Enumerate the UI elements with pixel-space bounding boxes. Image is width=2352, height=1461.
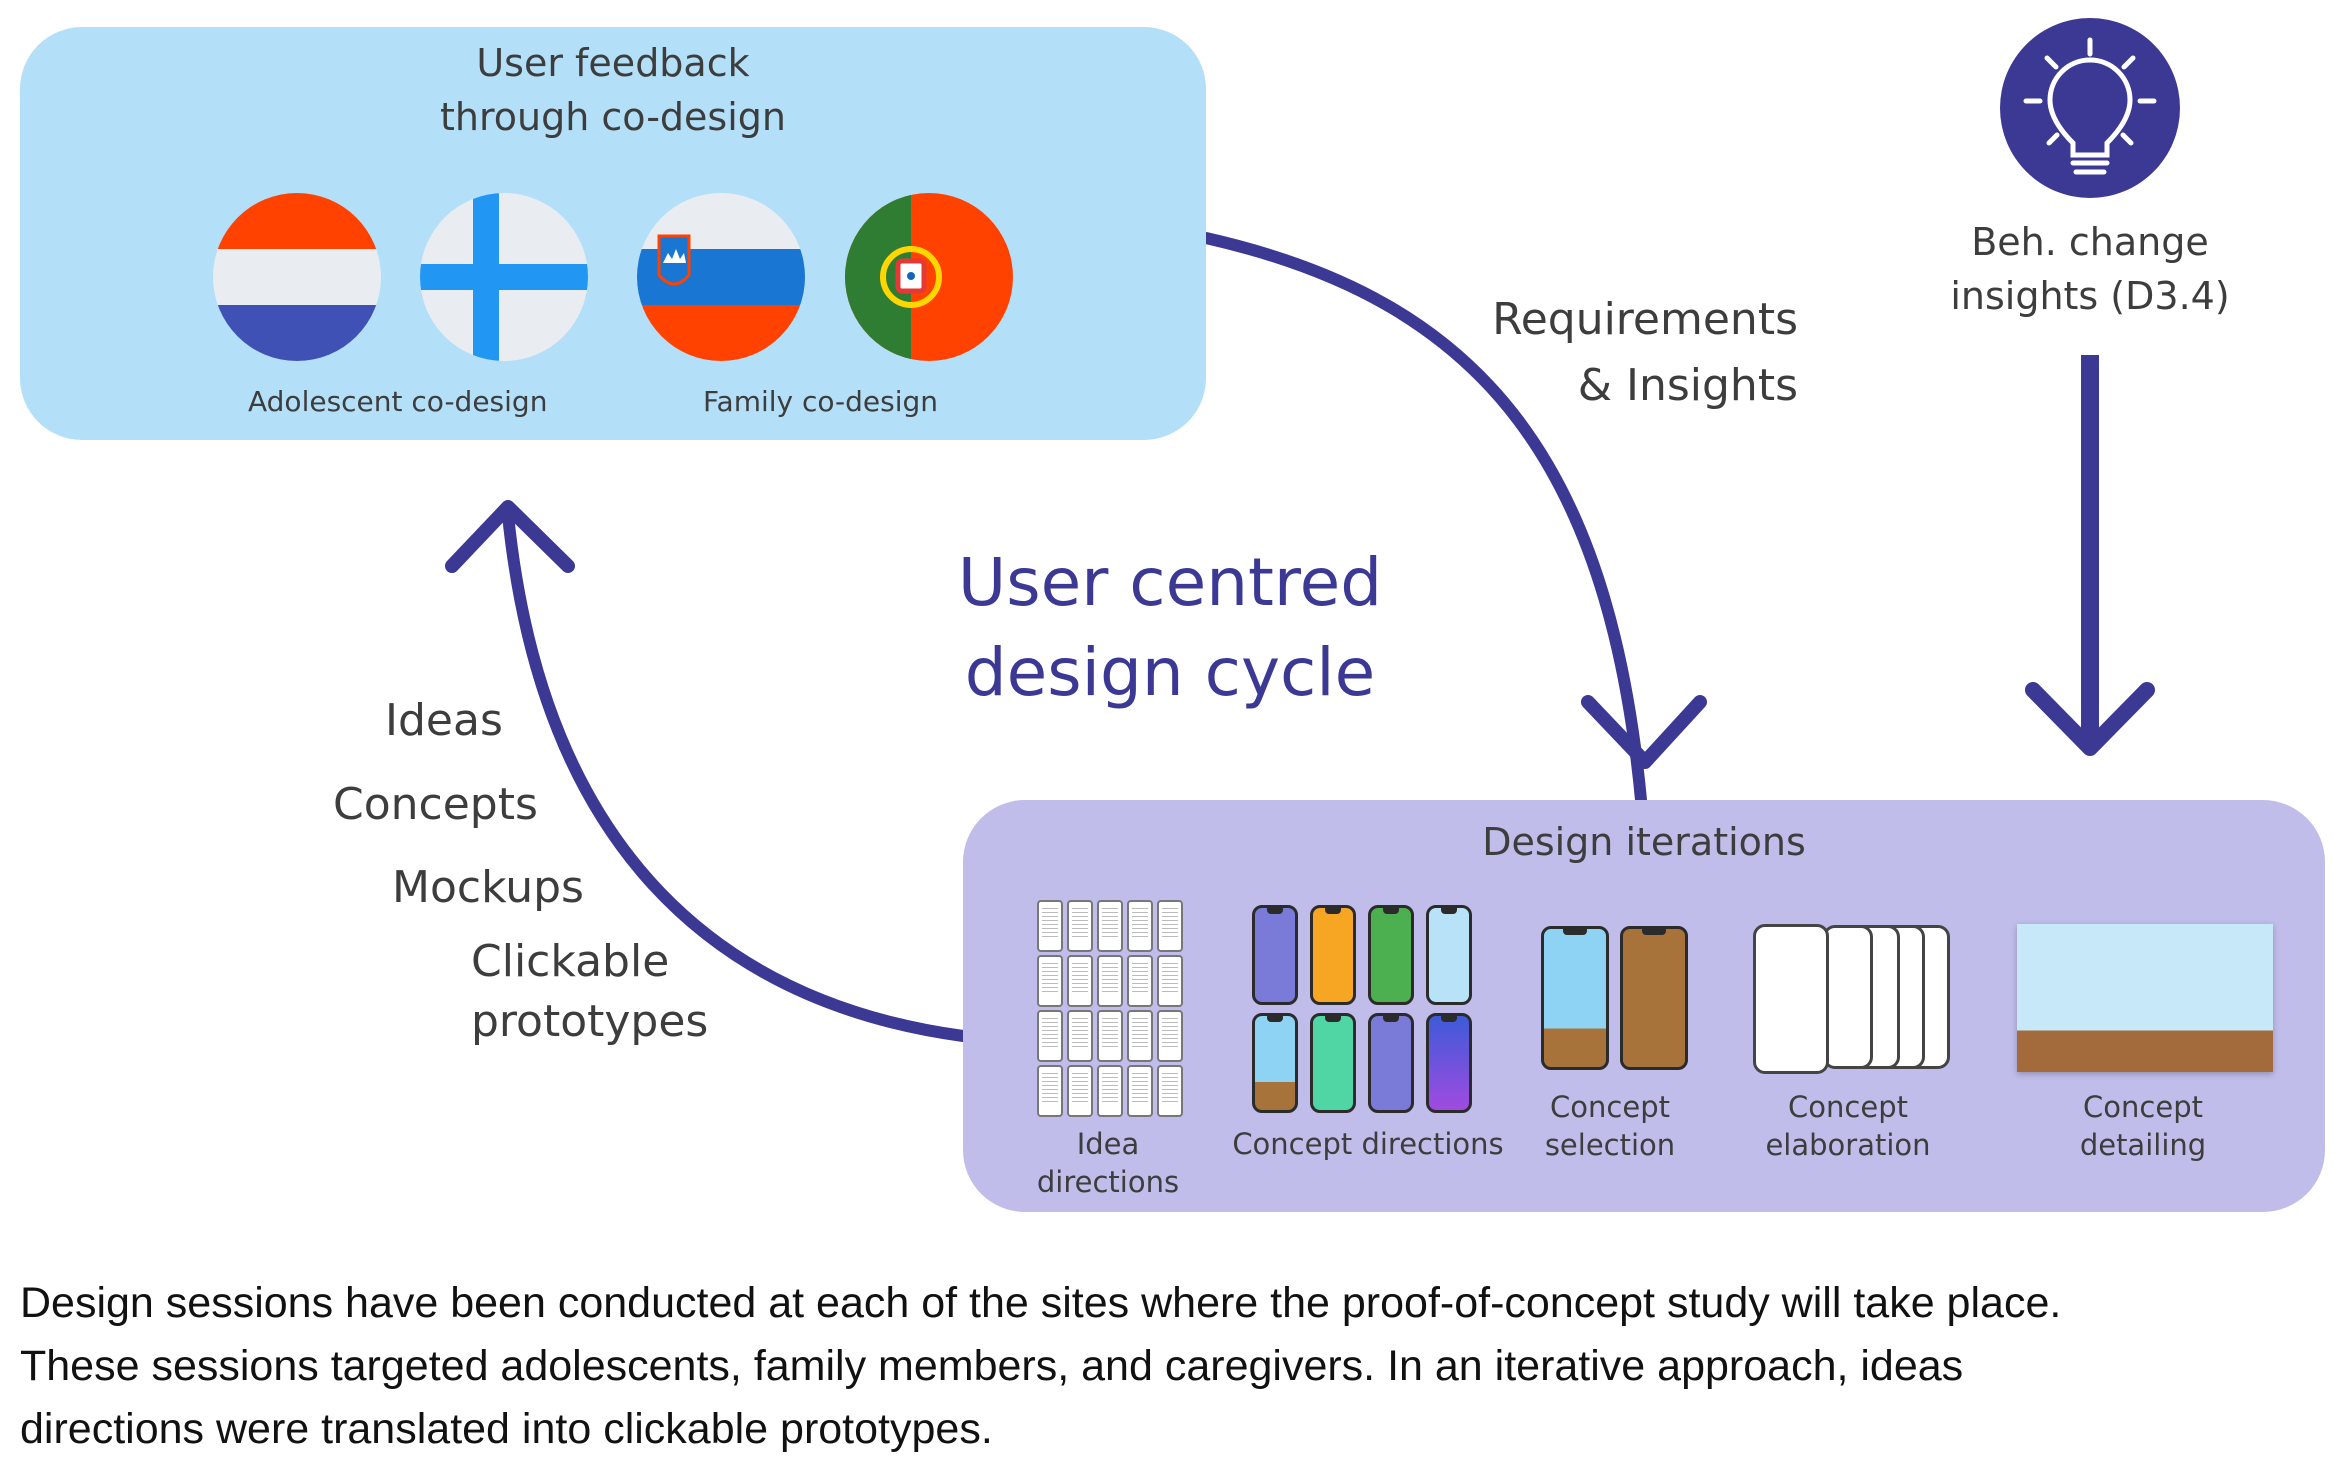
lightbulb-icon <box>2000 18 2180 198</box>
family-codesign-label: Family co-design <box>703 385 939 418</box>
caption-line2: These sessions targeted adolescents, fam… <box>20 1342 1964 1390</box>
requirements-line2: & Insights <box>1577 360 1798 411</box>
cycle-title: User centred design cycle <box>930 538 1410 718</box>
elaboration-screen-2 <box>1823 925 1873 1069</box>
cycle-title-line2: design cycle <box>964 634 1376 711</box>
idea-card <box>1127 1010 1153 1062</box>
idea-card <box>1127 1065 1153 1117</box>
user-feedback-title-line2: through co-design <box>439 95 786 139</box>
stage-label-line: Idea directions <box>1036 1127 1180 1199</box>
idea-card <box>1097 900 1123 952</box>
outputs-arrow <box>502 509 969 1042</box>
stage-label-line: selection <box>1544 1128 1676 1162</box>
stage-label-idea-directions: Idea directions <box>1003 1125 1213 1201</box>
idea-card <box>1157 1065 1183 1117</box>
idea-card <box>1157 1010 1183 1062</box>
idea-card <box>1127 955 1153 1007</box>
idea-card <box>1067 955 1093 1007</box>
insights-line1: Beh. change <box>1971 220 2209 264</box>
insights-arrowhead <box>2025 682 2155 756</box>
concept-screen-plant <box>1252 1013 1298 1113</box>
output-label-mockups: Mockups <box>392 862 584 913</box>
idea-card <box>1037 1065 1063 1117</box>
selection-screen-water-challenges <box>1620 926 1688 1070</box>
output-label-concepts: Concepts <box>333 779 538 830</box>
requirements-arrow <box>1200 232 1651 856</box>
concept-directions-thumbnails <box>1252 905 1492 1120</box>
caption-paragraph: Design sessions have been conducted at e… <box>20 1272 2340 1461</box>
cycle-title-line1: User centred <box>957 544 1383 621</box>
concept-screen-support <box>1310 905 1356 1005</box>
output-label-clickable: Clickable <box>471 936 670 987</box>
stage-label-line: Concept <box>1550 1090 1670 1124</box>
concept-screen-weekbuddies <box>1310 1013 1356 1113</box>
idea-card <box>1037 955 1063 1007</box>
selection-screen-plant <box>1541 926 1609 1070</box>
idea-card <box>1067 900 1093 952</box>
detailing-thumbnails <box>2017 924 2273 1072</box>
requirements-insights-label: Requirements & Insights <box>1400 287 1798 419</box>
caption-line1: Design sessions have been conducted at e… <box>20 1279 2062 1327</box>
behaviour-change-insights-label: Beh. change insights (D3.4) <box>1900 215 2280 323</box>
stage-label-concept-detailing: Concept detailing <box>2043 1088 2243 1164</box>
insights-line2: insights (D3.4) <box>1950 274 2230 318</box>
detailing-screen-strip <box>2017 924 2273 1072</box>
idea-card <box>1097 1010 1123 1062</box>
finland-flag-icon <box>420 193 588 361</box>
idea-card <box>1097 1065 1123 1117</box>
idea-card <box>1157 955 1183 1007</box>
idea-card <box>1067 1010 1093 1062</box>
concept-screen-chair-steps <box>1426 905 1472 1005</box>
output-label-ideas: Ideas <box>385 695 503 746</box>
concept-screen-family-goals <box>1368 905 1414 1005</box>
concept-screen-relaxing-story-2 <box>1368 1013 1414 1113</box>
idea-card <box>1037 900 1063 952</box>
idea-card <box>1037 1010 1063 1062</box>
concept-screen-challenges <box>1426 1013 1472 1113</box>
stage-label-line: detailing <box>2079 1128 2207 1162</box>
user-feedback-title-line1: User feedback <box>476 41 750 85</box>
idea-card <box>1157 900 1183 952</box>
requirements-arrowhead <box>1581 695 1707 769</box>
stage-label-concept-selection: Concept selection <box>1510 1088 1710 1164</box>
idea-card <box>1067 1065 1093 1117</box>
elaboration-screen-1 <box>1753 924 1829 1074</box>
user-feedback-panel <box>20 27 1206 440</box>
output-label-prototypes: prototypes <box>471 996 709 1047</box>
outputs-arrowhead <box>445 500 575 573</box>
stage-label-concept-directions: Concept directions <box>1228 1125 1508 1163</box>
stage-label-line: Concept <box>2083 1090 2203 1124</box>
idea-card <box>1097 955 1123 1007</box>
stage-label-line: elaboration <box>1765 1128 1931 1162</box>
design-iterations-title: Design iterations <box>1482 820 1806 864</box>
idea-card <box>1127 900 1153 952</box>
slovenia-flag-icon <box>637 193 805 361</box>
adolescent-codesign-label: Adolescent co-design <box>248 385 548 418</box>
stage-label-line: Concept <box>1788 1090 1908 1124</box>
portugal-flag-icon <box>845 193 1013 361</box>
caption-line3: directions were translated into clickabl… <box>20 1405 993 1453</box>
requirements-line1: Requirements <box>1492 294 1798 345</box>
netherlands-flag-icon <box>213 193 381 361</box>
idea-directions-thumbnails <box>1037 900 1187 1117</box>
concept-screen-relaxing-story <box>1252 905 1298 1005</box>
user-feedback-title: User feedback through co-design <box>20 36 1206 144</box>
stage-label-line: Concept directions <box>1232 1127 1504 1161</box>
stage-label-concept-elaboration: Concept elaboration <box>1748 1088 1948 1164</box>
